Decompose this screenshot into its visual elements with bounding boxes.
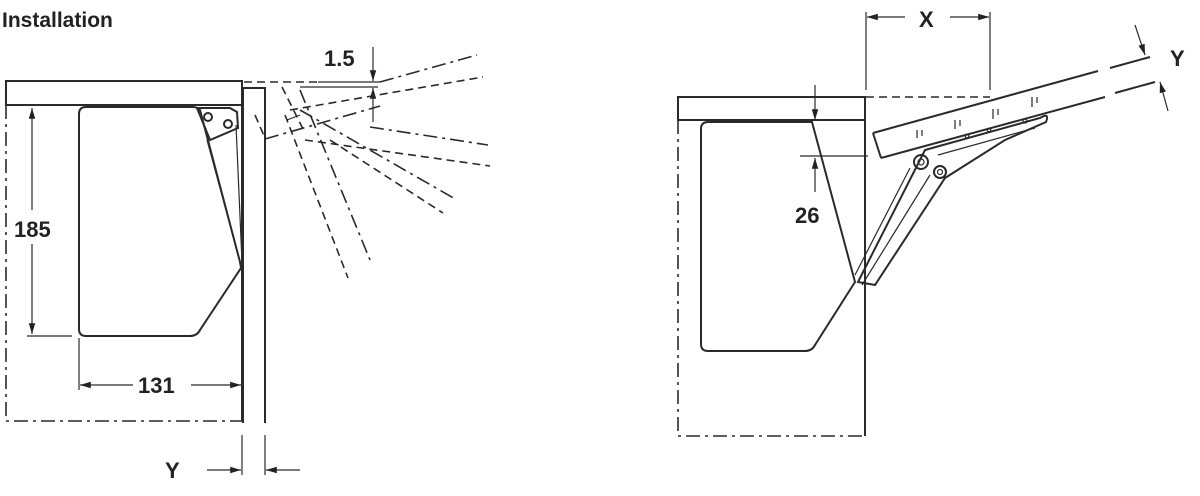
- cabinet-top-panel: [5, 80, 243, 106]
- pivot-icon: [933, 165, 947, 179]
- hinge-plate: [195, 107, 240, 142]
- x-dimension-label: X: [919, 7, 934, 32]
- flap-door: [243, 87, 266, 423]
- lift-mechanism-body: [78, 106, 243, 337]
- lift-arm: [856, 114, 1049, 287]
- y-dimension-label: Y: [1170, 46, 1185, 71]
- lift-arm-detail: [854, 127, 1036, 286]
- y-dimension-arrow: [1159, 81, 1169, 112]
- height-dimension-label: 185: [14, 217, 51, 242]
- pivot-icon: [223, 119, 233, 129]
- diagram-title: Installation: [2, 9, 113, 32]
- cabinet-top-panel: [677, 96, 866, 121]
- lift-arm: [206, 124, 243, 263]
- closed-flap-view: 185 131 Y 1.5: [5, 46, 491, 483]
- open-flap-view: X Y 26: [677, 7, 1185, 437]
- y-dimension-arrow: [1134, 24, 1146, 56]
- gap-dimension-label: 1.5: [324, 46, 355, 71]
- flap-door: [872, 70, 1106, 159]
- cabinet-outline: [5, 105, 242, 422]
- offset-dimension-label: 26: [795, 203, 819, 228]
- width-dimension-label: 131: [138, 373, 175, 398]
- y-dimension-label: Y: [165, 458, 180, 483]
- flap-opening-arcs: [254, 54, 491, 279]
- pivot-icon: [203, 112, 213, 122]
- cabinet-outline: [677, 120, 865, 437]
- flap-door-continuation: [1109, 56, 1156, 94]
- pivot-icon: [913, 154, 929, 170]
- lift-mechanism-body: [700, 121, 857, 352]
- screw-holes: [916, 97, 1038, 139]
